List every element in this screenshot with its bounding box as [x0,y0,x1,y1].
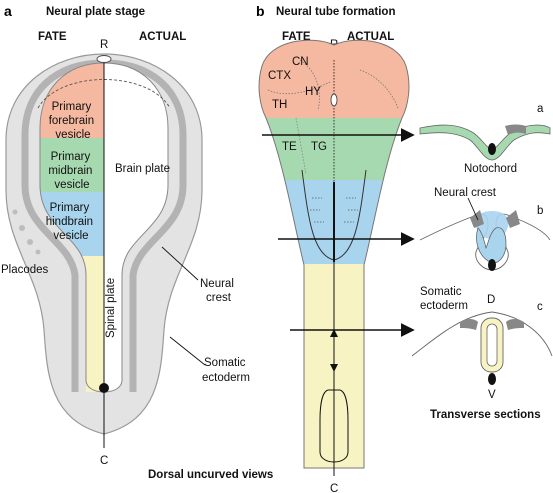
forebrain-boundaries [267,59,399,111]
panel-a: a Neural plate stage FATE ACTUAL R [1,3,250,467]
midbrain-label: Primary midbrain vesicle [48,151,95,191]
rostral-pit [96,55,112,63]
section-c-letter: c [537,301,543,313]
panel-a-rostral-label: R [100,39,108,51]
section-b-letter: b [537,205,543,217]
section-c-crest-right [506,319,524,330]
primitive-node [99,383,109,393]
spinal-plate-label: Spinal plate [105,278,117,338]
section-b-notochord [488,259,496,271]
section-b-crest-left [470,210,484,228]
forebrain-label: Primary forebrain vesicle [49,101,98,141]
panel-a-actual-label: ACTUAL [139,31,186,43]
hindbrain-label: Primary hindbrain vesicle [46,202,97,242]
midbrain-boundary [295,117,307,175]
neural-crest-label: Neural crest [200,278,237,304]
section-c-notochord [488,373,496,385]
section-b-neural-crest-label: Neural crest [434,187,497,199]
neural-crest-leader [161,246,199,281]
neural-crest-leader-b [467,197,479,221]
fate-midbrain-region [40,138,104,192]
section-b-crest-right [506,210,520,228]
region-te-label: TE [282,141,297,153]
section-a-letter: a [537,103,544,115]
placode-dot [35,249,41,255]
tube-midbrain-region [259,118,409,180]
somatic-ectoderm-leader [169,336,206,366]
closure-arrow-down-icon [330,364,338,372]
region-cn-label: CN [292,56,309,68]
panel-a-letter: a [4,3,12,19]
panel-b-caudal-label: C [330,483,338,493]
section-c: c Somatic ectoderm D V Transverse sectio… [411,286,553,421]
actual-neural-plate [104,63,168,392]
panel-b-title: Neural tube formation [276,6,395,18]
neural-canal [486,323,498,367]
placode-dot [12,209,18,215]
panel-a-fate-label: FATE [38,31,67,43]
region-ctx-label: CTX [268,70,291,82]
placode-dot [19,225,25,231]
placodes-label: Placodes [1,264,49,276]
section-a: a Notochord [419,103,551,175]
dorsal-label: D [487,294,495,306]
tube-rostral-pit [330,93,338,107]
somatic-ectoderm-label-b: Somatic ectoderm [420,286,468,312]
panel-b: b Neural tube formation FATE ACTUAL R [256,3,553,493]
panel-b-letter: b [256,3,265,19]
closure-arrow-up-icon [330,329,338,337]
ventral-label: V [488,389,496,401]
notochord-shape [488,143,496,155]
neural-crest-band [21,59,187,392]
region-th-label: TH [272,99,287,111]
notochord-label: Notochord [464,163,517,175]
section-b: b Neural crest [419,187,551,271]
brain-plate-label: Brain plate [115,163,170,175]
placode-dot [27,239,33,245]
section-c-crest-left [460,319,478,330]
footer-caption: Dorsal uncurved views [148,469,273,481]
panel-a-caudal-label: C [100,455,108,467]
panel-a-title: Neural plate stage [46,6,145,18]
region-tg-label: TG [311,141,327,153]
section-a-crest [505,124,526,135]
dashed-boundary [37,79,171,109]
transverse-sections-label: Transverse sections [430,409,541,421]
region-hy-label: HY [305,86,321,98]
somatic-ectoderm-label-a: Somatic ectoderm [202,357,250,384]
